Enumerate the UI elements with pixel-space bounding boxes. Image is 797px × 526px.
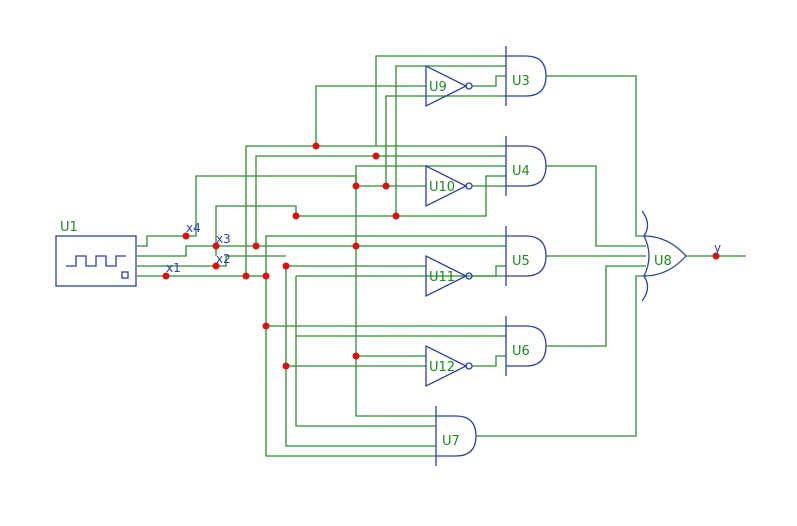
junction-dot — [262, 322, 270, 330]
wire-x4 — [137, 235, 186, 247]
junction-dot — [252, 242, 260, 250]
wire-u6-in2 — [295, 276, 506, 337]
net-label-x4: x4 — [186, 221, 201, 235]
junction-dot — [352, 242, 360, 250]
junction-dot — [282, 362, 290, 370]
junction-dot — [182, 232, 190, 240]
wire-u3-out — [546, 75, 646, 237]
generator-u1[interactable] — [55, 235, 137, 287]
or-gate-u8[interactable] — [641, 210, 687, 302]
label-u5: U5 — [512, 254, 530, 269]
wire-x3-bus — [255, 155, 506, 246]
wire-u7-in2 — [295, 336, 436, 427]
wire-x2-bus — [215, 185, 506, 256]
not-gate-u9[interactable] — [425, 64, 473, 108]
junction-dot — [352, 182, 360, 190]
label-u8: U8 — [654, 254, 672, 269]
wire-x3 — [137, 245, 256, 257]
junction-dot — [312, 142, 320, 150]
not-gate-u11[interactable] — [425, 254, 473, 298]
not-gate-u10[interactable] — [425, 164, 473, 208]
label-u12: U12 — [429, 360, 455, 375]
wires — [137, 55, 746, 457]
net-label-y: y — [714, 241, 721, 255]
labels: U1 U3 U4 U5 U6 U7 U8 U9 U10 U11 U12 x4 x… — [60, 74, 721, 449]
wire-u3-in1 — [375, 55, 506, 146]
junction-dot — [212, 242, 220, 250]
wire-u5-in1 — [265, 235, 506, 276]
wire-u9-in — [315, 85, 426, 146]
wire-u7-in3 — [285, 366, 436, 447]
wire-u6-out — [546, 265, 646, 347]
junction-dot — [162, 272, 170, 280]
wire-u10-out — [472, 175, 506, 187]
wire-u4-in3 — [355, 165, 506, 186]
label-u10: U10 — [429, 180, 455, 195]
junctions — [162, 142, 720, 370]
net-label-x3: x3 — [216, 232, 231, 246]
wire-u11-out — [472, 265, 506, 277]
wire-u7-out — [476, 275, 646, 437]
wire-u6-in3 — [355, 246, 426, 357]
and-gate-u3[interactable] — [505, 46, 547, 106]
wire-x2 — [137, 255, 286, 267]
wire-u4-out — [546, 165, 646, 247]
and-gate-u6[interactable] — [505, 316, 547, 376]
label-u11: U11 — [429, 270, 455, 285]
label-u6: U6 — [512, 344, 530, 359]
junction-dot — [372, 152, 380, 160]
and-gate-u5[interactable] — [505, 226, 547, 286]
junction-dot — [382, 182, 390, 190]
junction-dot — [712, 252, 720, 260]
and-gate-u7[interactable] — [435, 406, 477, 466]
junction-dot — [352, 352, 360, 360]
junction-dot — [292, 212, 300, 220]
label-u3: U3 — [512, 74, 530, 89]
net-label-x2: x2 — [216, 252, 231, 266]
wire-u6-in1 — [265, 276, 506, 327]
wire-u7-in4 — [265, 326, 436, 457]
net-label-x1: x1 — [166, 261, 181, 275]
label-u7: U7 — [442, 434, 460, 449]
junction-dot — [212, 262, 220, 270]
wire-u12-out — [472, 355, 506, 367]
wire-u9-out — [472, 75, 506, 87]
wire-u7-in1 — [355, 356, 436, 417]
wire-u3-in4 — [385, 95, 506, 186]
label-u9: U9 — [429, 80, 447, 95]
junction-dot — [262, 272, 270, 280]
not-gate-u12[interactable] — [425, 344, 473, 388]
junction-dot — [282, 262, 290, 270]
label-u4: U4 — [512, 164, 530, 179]
components — [55, 46, 687, 466]
and-gate-u4[interactable] — [505, 136, 547, 196]
junction-dot — [392, 212, 400, 220]
junction-dot — [242, 272, 250, 280]
label-u1: U1 — [60, 220, 78, 235]
